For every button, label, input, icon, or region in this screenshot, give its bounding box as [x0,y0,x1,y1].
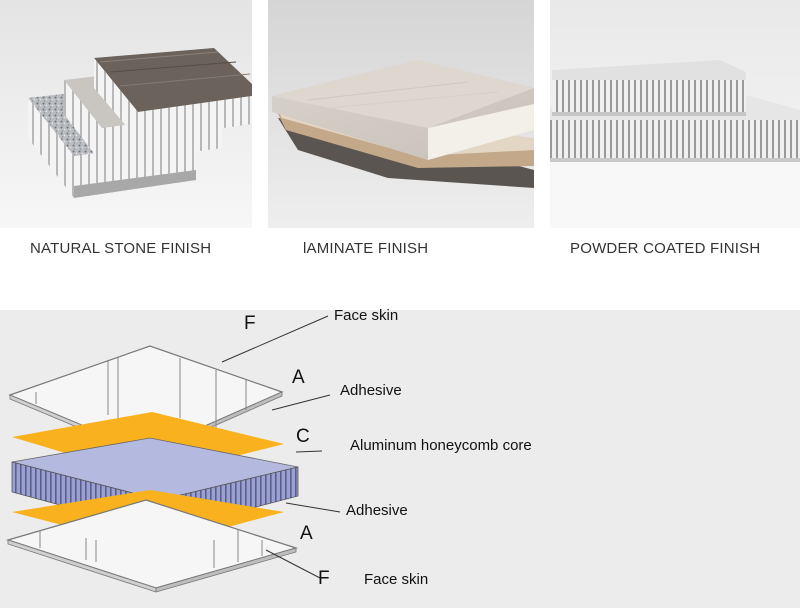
powder-coated-finish-image [550,0,800,228]
bottom-face-skin-layer [5,499,299,593]
face-skin-bottom-label: Face skin [364,571,429,588]
aluminum-core-label: Aluminum honeycomb core [350,437,532,454]
natural-stone-finish-caption: NATURAL STONE FINISH [30,240,212,257]
laminate-finish-image [268,0,534,228]
adhesive-bottom-label: Adhesive [346,502,408,519]
core-letter: C [296,426,310,447]
powder-coated-finish-caption: POWDER COATED FINISH [570,240,761,257]
laminate-finish-caption: lAMINATE FINISH [303,240,429,257]
adhesive-top-letter: A [292,367,305,388]
face-skin-top-letter: F [244,313,256,334]
adhesive-top-label: Adhesive [340,382,402,399]
face-skin-top-label: Face skin [334,307,399,324]
face-skin-bottom-letter: F [318,568,330,589]
leader-lines [221,315,341,579]
natural-stone-finish-image [0,0,252,228]
adhesive-bottom-letter: A [300,523,313,544]
